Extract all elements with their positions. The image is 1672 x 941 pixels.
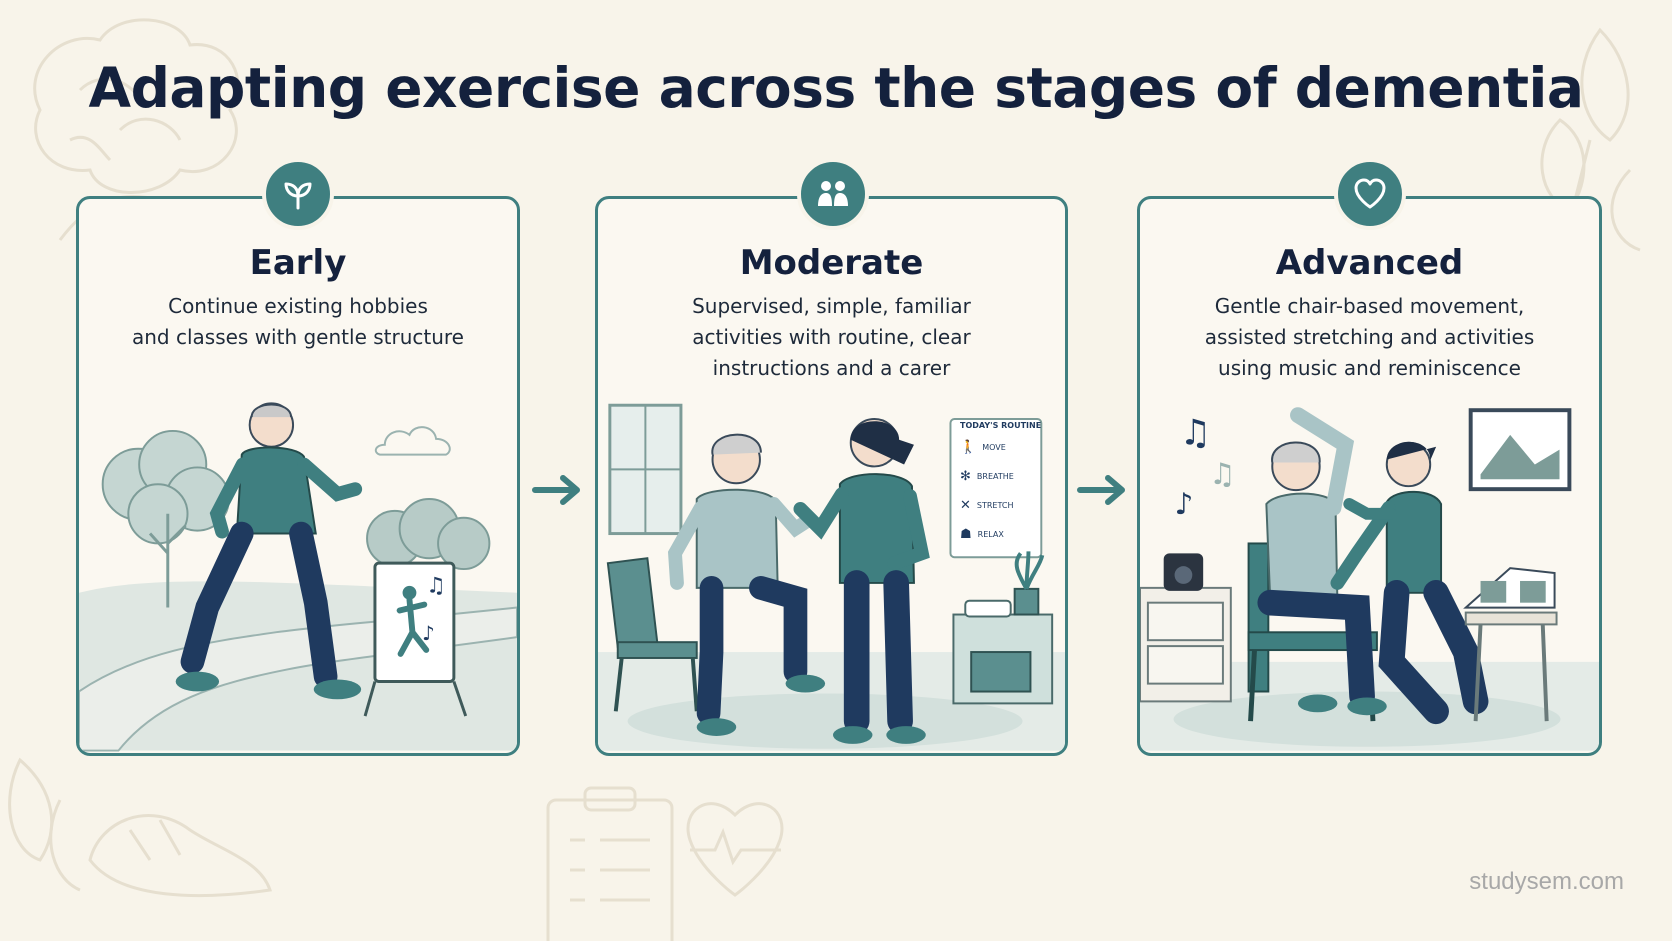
desc-line: activities with routine, clear: [692, 325, 971, 349]
svg-text:♫: ♫: [1209, 457, 1236, 491]
site-watermark: studysem.com: [1469, 868, 1624, 895]
desc-line: assisted stretching and activities: [1204, 325, 1535, 349]
stage-description-early: Continue existing hobbies and classes wi…: [103, 291, 493, 353]
svg-text:♪: ♪: [1175, 487, 1194, 521]
routine-item: ☗RELAX: [960, 527, 1004, 542]
stage-card-moderate: Moderate Supervised, simple, familiar ac…: [595, 196, 1068, 756]
scene-carer-activity: [598, 403, 1065, 751]
svg-text:♫: ♫: [426, 574, 445, 599]
routine-item: 🚶MOVE: [960, 440, 1006, 455]
stage-title-early: Early: [249, 243, 347, 283]
arrow-early-to-moderate: [532, 475, 580, 505]
scene-walking-park: ♫ ♪: [79, 402, 517, 752]
heart-icon: [1354, 178, 1386, 209]
move-icon: 🚶: [960, 440, 977, 455]
badge-early: [262, 158, 334, 230]
stage-description-moderate: Supervised, simple, familiar activities …: [622, 291, 1041, 384]
lungs-icon: ✻: [960, 469, 971, 484]
desc-line: Continue existing hobbies: [168, 294, 428, 318]
stage-card-early: Early Continue existing hobbies and clas…: [76, 196, 520, 756]
stage-title-advanced: Advanced: [1275, 243, 1464, 283]
page-title: Adapting exercise across the stages of d…: [88, 56, 1585, 120]
routine-item: ✕STRETCH: [960, 498, 1014, 513]
routine-item: ✻BREATHE: [960, 469, 1014, 484]
svg-text:♪: ♪: [422, 622, 435, 645]
scene-chair-stretch: ♫ ♫ ♪: [1140, 407, 1599, 751]
desc-line: and classes with gentle structure: [131, 325, 464, 349]
stretch-icon: ✕: [960, 498, 971, 513]
svg-text:♫: ♫: [1179, 413, 1211, 454]
stage-title-moderate: Moderate: [739, 243, 924, 283]
two-people-icon: [818, 181, 848, 206]
arrow-moderate-to-advanced: [1077, 475, 1125, 505]
badge-advanced: [1334, 158, 1406, 230]
routine-board: TODAY'S ROUTINE 🚶MOVE ✻BREATHE ✕STRETCH …: [960, 421, 1044, 542]
desc-line: instructions and a carer: [712, 356, 951, 380]
meditate-icon: ☗: [960, 527, 972, 542]
routine-heading: TODAY'S ROUTINE: [960, 421, 1042, 430]
stage-description-advanced: Gentle chair-based movement, assisted st…: [1164, 291, 1575, 384]
sprout-icon: [284, 182, 312, 210]
desc-line: Gentle chair-based movement,: [1214, 294, 1525, 318]
desc-line: using music and reminiscence: [1218, 356, 1521, 380]
desc-line: Supervised, simple, familiar: [692, 294, 971, 318]
stage-card-advanced: Advanced Gentle chair-based movement, as…: [1137, 196, 1602, 756]
badge-moderate: [797, 158, 869, 230]
